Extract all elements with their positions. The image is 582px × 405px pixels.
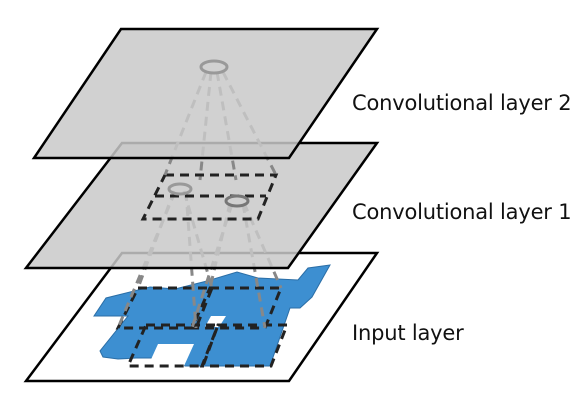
conv2-neuron xyxy=(199,59,229,75)
conv1-neuron-left xyxy=(167,182,193,196)
conv1-receptive-field xyxy=(140,173,279,221)
conv-layer-2 xyxy=(31,27,380,160)
input-image-window-left xyxy=(148,344,194,366)
conv1-neuron-right xyxy=(224,194,250,208)
conv-layer-2-plane xyxy=(31,27,380,160)
label-conv-layer-2: Convolutional layer 2 xyxy=(352,91,571,115)
input-layer xyxy=(23,251,380,383)
input-image-shape xyxy=(93,264,331,367)
label-conv-layer-1: Convolutional layer 1 xyxy=(352,200,571,224)
label-input-layer: Input layer xyxy=(352,321,464,345)
